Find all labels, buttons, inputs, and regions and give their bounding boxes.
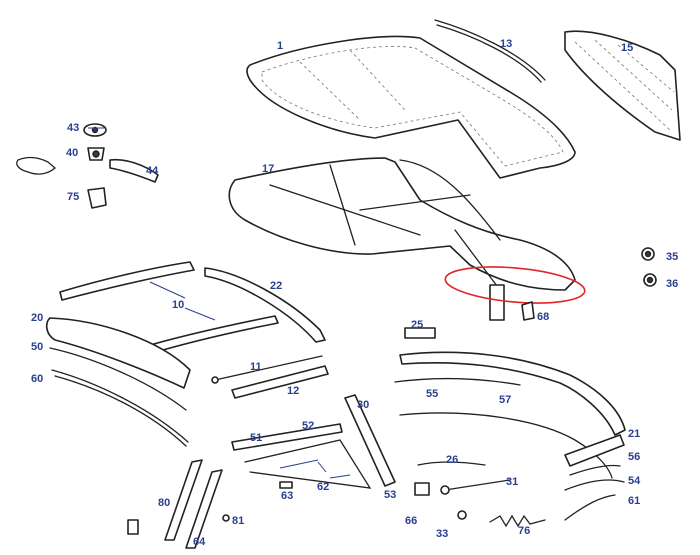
callout-26: 26 (446, 454, 458, 466)
callout-35: 35 (666, 251, 678, 263)
part-66-block (414, 482, 430, 496)
callout-66: 66 (405, 515, 417, 527)
callout-81: 81 (232, 515, 244, 527)
callout-64: 64 (193, 536, 206, 548)
callout-43: 43 (67, 122, 79, 134)
callout-53: 53 (384, 489, 396, 501)
callout-62: 62 (317, 481, 329, 493)
part-17-roof-frame (228, 157, 576, 321)
part-12-strip (231, 365, 329, 399)
callout-17: 17 (262, 163, 274, 175)
part-80-strip (164, 459, 203, 541)
callout-61: 61 (628, 495, 640, 507)
callout-11: 11 (250, 361, 262, 373)
part-57-side-seal (399, 351, 626, 479)
callout-44: 44 (146, 165, 159, 177)
part-40-pin-fastener (87, 147, 105, 161)
hand-grip-drawing (16, 156, 56, 175)
part-60-seal (51, 369, 189, 447)
callout-31: 31 (506, 476, 518, 488)
callout-33: 33 (436, 528, 448, 540)
part-63-clip (279, 481, 293, 489)
part-20-rear-bow (45, 317, 191, 389)
part-68-clip (521, 301, 535, 321)
part-64-strip (185, 469, 223, 549)
part-35-plug (641, 247, 655, 261)
part-13-rear-trim-strip (434, 19, 546, 83)
part-1-soft-top-cover (246, 35, 576, 179)
callout-40: 40 (66, 147, 78, 159)
callout-55: 55 (426, 388, 438, 400)
part-21-front-rail (564, 434, 625, 467)
highlight-ellipse (444, 266, 586, 304)
callout-12: 12 (287, 385, 299, 397)
part-31-lever (440, 479, 511, 495)
part-76-coil-spring (489, 514, 546, 528)
part-10-seal-strips (59, 261, 279, 357)
callout-68: 68 (537, 311, 549, 323)
callout-30: 30 (357, 399, 369, 411)
part-30-post (344, 394, 396, 487)
part-22-side-rail (204, 267, 326, 343)
part-15-rear-window (564, 30, 681, 141)
callout-76: 76 (518, 525, 530, 537)
callout-57: 57 (499, 394, 511, 406)
callout-15: 15 (621, 42, 633, 54)
leader-lines (88, 127, 351, 479)
callout-21: 21 (628, 428, 640, 440)
small-tab-part (127, 519, 139, 535)
part-33-washer (457, 510, 467, 520)
part-51-52-window-trim (231, 423, 372, 489)
callout-25: 25 (411, 319, 423, 331)
part-36-plug (643, 273, 657, 287)
callout-10: 10 (172, 299, 184, 311)
callout-80: 80 (158, 497, 170, 509)
callout-75: 75 (67, 191, 79, 203)
callout-labels: 1 13 15 43 40 44 75 17 35 36 22 10 20 68… (31, 38, 678, 548)
part-26-spring (417, 461, 486, 466)
callout-52: 52 (302, 420, 314, 432)
callout-51: 51 (250, 432, 262, 444)
part-56-seal (569, 464, 621, 476)
callout-60: 60 (31, 373, 43, 385)
callout-56: 56 (628, 451, 640, 463)
callout-63: 63 (281, 490, 293, 502)
part-25-bracket (404, 327, 436, 339)
part-61-seal (564, 494, 616, 521)
part-11-rod (211, 355, 323, 384)
callout-22: 22 (270, 280, 282, 292)
part-81-screw (222, 514, 230, 522)
callout-1: 1 (277, 40, 283, 52)
part-50-seal (49, 347, 187, 411)
callout-13: 13 (500, 38, 512, 50)
part-75-clip (87, 187, 107, 209)
callout-50: 50 (31, 341, 43, 353)
part-44-latch-handle (109, 158, 159, 183)
callout-36: 36 (666, 278, 678, 290)
part-43-bracket (83, 123, 107, 137)
part-55-side-seal (394, 377, 521, 386)
callout-20: 20 (31, 312, 43, 324)
callout-54: 54 (628, 475, 641, 487)
part-54-seal (564, 479, 625, 491)
